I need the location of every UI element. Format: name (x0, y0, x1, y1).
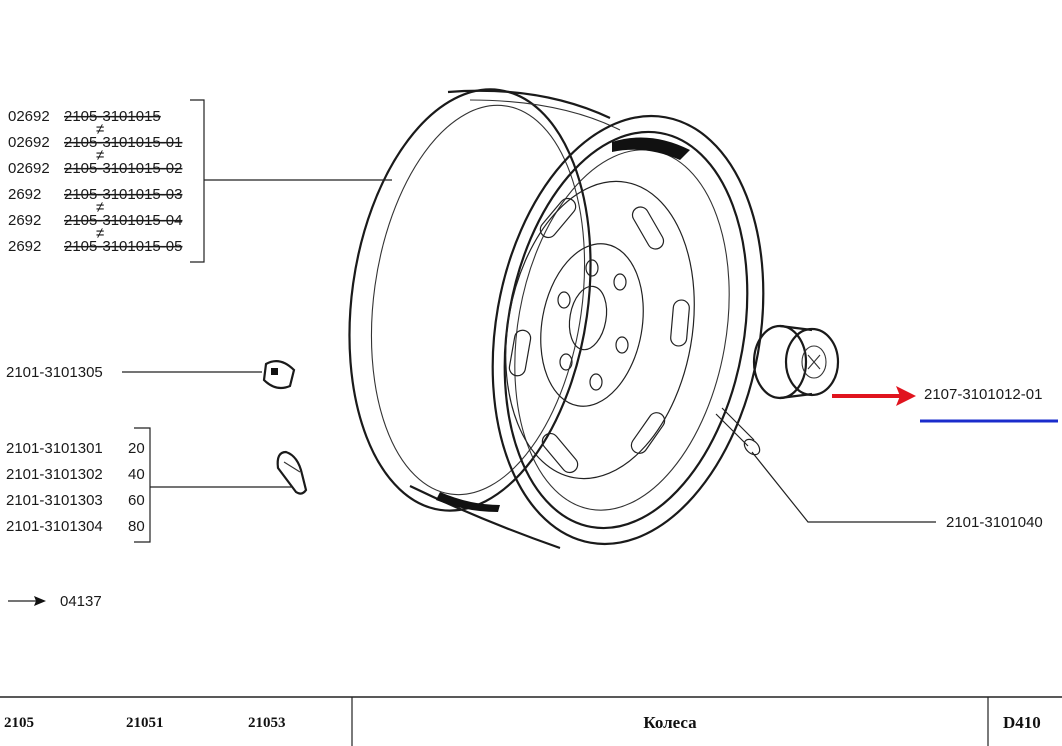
balance-row-1-part: 2101-3101302 (6, 466, 103, 483)
note-ref-code: 04137 (60, 593, 102, 610)
wheel-row-2-part: 2105-3101015-02 (64, 160, 182, 177)
balance-row-2-part: 2101-3101303 (6, 492, 103, 509)
wheel-row-3-code: 2692 (8, 186, 41, 203)
leader-lines (122, 99, 936, 543)
note-reference: 04137 (8, 593, 102, 610)
not-equal-mark: ≠ (96, 199, 104, 216)
footer-code: D410 (1003, 713, 1041, 732)
wheel-row-5-code: 2692 (8, 238, 41, 255)
balance-row-3-part: 2101-3101304 (6, 518, 103, 535)
balance-row-3-qty: 80 (128, 518, 145, 535)
footer-model-1: 21051 (126, 715, 164, 731)
balance-row-2-qty: 60 (128, 492, 145, 509)
hub-cap-callout: 2107-3101012-01 (832, 386, 1058, 423)
footer-bar: 2105 21051 21053 Колеса D410 (0, 696, 1062, 746)
wheel-row-4-code: 2692 (8, 212, 41, 229)
wheel-row-1-code: 02692 (8, 134, 50, 151)
wheel-row-3-part: 2105-3101015-03 (64, 186, 182, 203)
wheel-row-5-part: 2105-3101015-05 (64, 238, 182, 255)
wheel-row-2-code: 02692 (8, 160, 50, 177)
wheel-drawing (348, 88, 765, 550)
not-equal-mark: ≠ (96, 121, 104, 138)
balance-weight-list: 2101-3101301 20 2101-3101302 40 2101-310… (6, 440, 145, 535)
wheel-row-4-part: 2105-3101015-04 (64, 212, 182, 229)
footer-title: Колеса (643, 713, 697, 732)
not-equal-mark: ≠ (96, 225, 104, 242)
wheel-row-0-code: 02692 (8, 108, 50, 125)
wheel-part-list: 02692 2105-3101015 02692 2105-3101015-01… (8, 108, 182, 255)
note-arrow-icon (34, 596, 46, 606)
balance-weight-drawing (262, 359, 296, 390)
wheel-row-0-part: 2105-3101015 (64, 108, 161, 125)
hub-cap-part-label: 2107-3101012-01 (924, 386, 1042, 403)
hub-cap-drawing (752, 324, 840, 400)
valve-drawing (276, 450, 308, 495)
wheel-bolt-drawing (715, 407, 761, 456)
footer-model-2: 21053 (248, 715, 286, 731)
wheel-bolt-part-label: 2101-3101040 (946, 514, 1043, 531)
balance-row-0-part: 2101-3101301 (6, 440, 103, 457)
not-equal-mark: ≠ (96, 147, 104, 164)
weight-part-label: 2101-3101305 (6, 364, 103, 381)
wheel-row-1-part: 2105-3101015-01 (64, 134, 182, 151)
footer-model-0: 2105 (4, 715, 34, 731)
balance-row-0-qty: 20 (128, 440, 145, 457)
balance-row-1-qty: 40 (128, 466, 145, 483)
